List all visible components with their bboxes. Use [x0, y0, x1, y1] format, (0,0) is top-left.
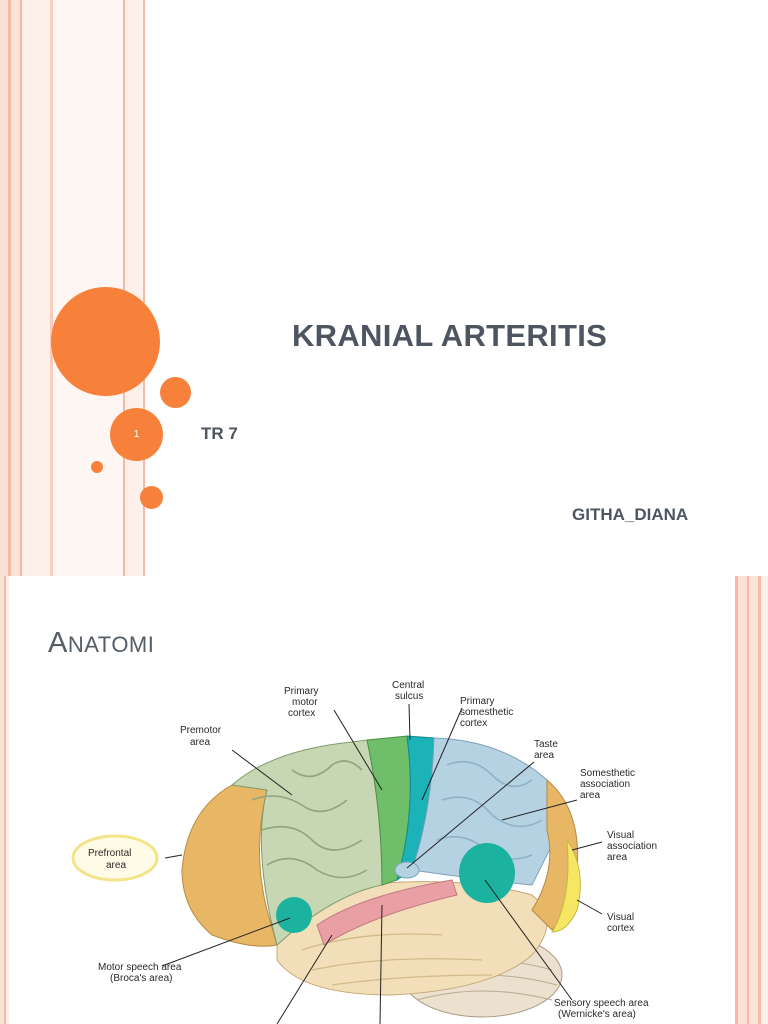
- slide-subtitle: TR 7: [201, 424, 238, 443]
- stripe-decoration: [0, 576, 4, 1024]
- primary-somesthetic-label: Primary: [460, 696, 494, 707]
- primary-motor-label: Primary: [284, 686, 318, 697]
- section-title: ANATOMI: [48, 627, 155, 659]
- stripe-decoration: [749, 576, 758, 1024]
- svg-text:Sensory speech area(Wernicke's: Sensory speech area(Wernicke's area): [554, 998, 649, 1020]
- decorative-circle-small: [140, 486, 163, 509]
- wernicke-area-shape: [459, 843, 515, 903]
- decorative-circle-large: [51, 287, 160, 396]
- parietal-region-shape: [411, 737, 557, 886]
- premotor-label: Premotor: [180, 725, 222, 736]
- stripe-decoration: [22, 0, 50, 576]
- prefrontal-region-shape: [181, 784, 278, 947]
- stripe-decoration: [125, 0, 143, 576]
- taste-area-shape: [394, 861, 420, 879]
- stripe-decoration: [11, 0, 20, 576]
- prefrontal-label: Prefrontal: [88, 848, 131, 859]
- stripe-decoration: [20, 0, 22, 576]
- auditory-strip-shape: [316, 879, 458, 946]
- stripe-decoration: [747, 576, 749, 1024]
- stripe-decoration: [0, 0, 8, 576]
- stripe-decoration: [735, 576, 738, 1024]
- author-name: GITHA_DIANA: [572, 505, 689, 524]
- prefrontal-label-halo: [71, 834, 159, 882]
- sensory-speech-label: Sensory speech area: [554, 998, 649, 1009]
- svg-text:Motor speech area(Broca's area: Motor speech area(Broca's area): [98, 962, 182, 984]
- stripe-decoration: [761, 576, 768, 1024]
- visual-cortex-region-shape: [551, 839, 581, 933]
- stripe-decoration: [8, 0, 11, 576]
- central-sulcus-label: Central: [392, 680, 424, 691]
- slide-title: KRANIAL ARTERITIS: [292, 318, 608, 353]
- visual-association-label: Visual: [607, 830, 634, 841]
- title-slide: 1 KRANIAL ARTERITIS TR 7 GITHA_DIANA: [0, 0, 689, 576]
- decorative-circle-tiny: [91, 461, 103, 473]
- somesthetic-association-label: Somesthetic: [580, 768, 635, 779]
- broca-area-shape: [276, 897, 312, 933]
- stripe-decoration: [4, 576, 6, 1024]
- stripe-decoration: [50, 0, 53, 576]
- stripe-decoration: [143, 0, 145, 576]
- stripe-decoration: [758, 576, 761, 1024]
- stripe-decoration: [738, 576, 747, 1024]
- visual-cortex-label: Visual: [607, 912, 634, 923]
- stripe-decoration: [6, 576, 9, 1024]
- motor-speech-label: Motor speech area: [98, 962, 182, 973]
- decorative-circle-small: [160, 377, 191, 408]
- taste-area-label: Taste: [534, 739, 558, 750]
- stripe-decoration: [123, 0, 125, 576]
- slide-number-badge: [110, 408, 163, 461]
- slide-number: 1: [133, 429, 140, 440]
